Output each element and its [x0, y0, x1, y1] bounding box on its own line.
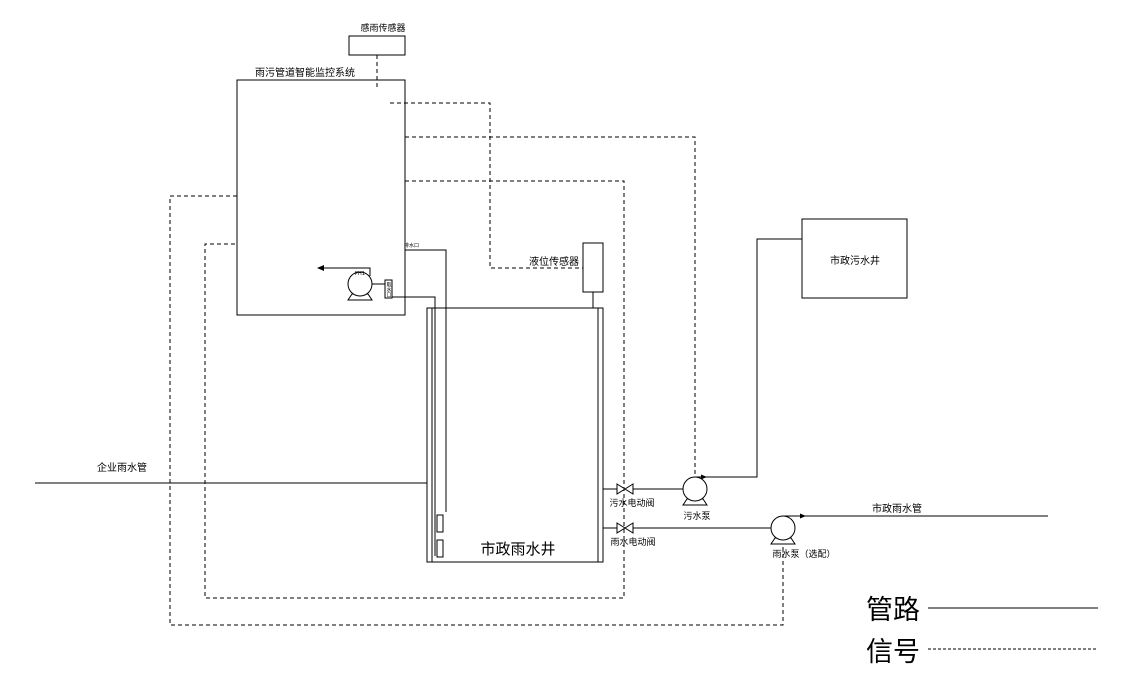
rain-valve-label: 雨水电动阀 [610, 536, 655, 548]
internal-pump-outlet-pipe [322, 267, 371, 276]
legend: 管路 信号 [866, 595, 1098, 668]
rain-well-box [426, 307, 604, 563]
sewage-pump-arrow [701, 474, 707, 480]
enterprise-pipe-label: 企业雨水管 [97, 461, 147, 474]
control-system-box [236, 79, 406, 316]
intake-box [384, 279, 393, 299]
rain-valve-icon [616, 522, 634, 534]
rain-sensor-label: 感雨传感器 [360, 22, 405, 34]
level-sensor-label: 液位传感器 [529, 255, 579, 268]
sewage-valve-signal-line [204, 180, 625, 599]
well-sensor-lower [436, 539, 444, 558]
sewage-well-label: 市政污水井 [830, 254, 880, 267]
legend-signal-label: 信号 [866, 637, 920, 668]
drain-outlet-label: 排水口 [404, 242, 419, 249]
internal-pump-tag: PH1 [355, 271, 365, 277]
rain-pump-arrow [800, 513, 806, 519]
municipal-rain-pipe-label: 市政雨水管 [872, 502, 922, 515]
sewage-valve-icon [616, 483, 634, 495]
rain-sensor-box [348, 35, 406, 56]
sewage-well-box [801, 218, 908, 299]
internal-pump-outlet-arrow [317, 265, 324, 271]
control-system-label: 雨污管道智能监控系统 [255, 66, 355, 79]
well-sensor-upper [436, 514, 444, 533]
level-sensor-box [582, 242, 604, 293]
rain-pump-label: 雨水泵（选配） [772, 548, 835, 560]
sewage-pump-label: 污水泵 [683, 510, 710, 522]
rain-pump-signal-line [169, 195, 784, 626]
rain-well-label: 市政雨水井 [480, 540, 555, 558]
sewage-valve-label: 污水电动阀 [609, 497, 654, 509]
sewage-pump-signal-line [405, 136, 696, 477]
rain-pump-icon [770, 515, 796, 541]
sewage-pipe-outlet [695, 238, 802, 478]
sewage-pump-icon [682, 476, 708, 502]
intake-pipe [392, 296, 436, 556]
drain-outlet-pipe [405, 249, 447, 512]
level-sensor-signal-line [390, 102, 583, 269]
intake-label: 取水口 [386, 282, 392, 298]
legend-pipe-label: 管路 [866, 595, 920, 626]
